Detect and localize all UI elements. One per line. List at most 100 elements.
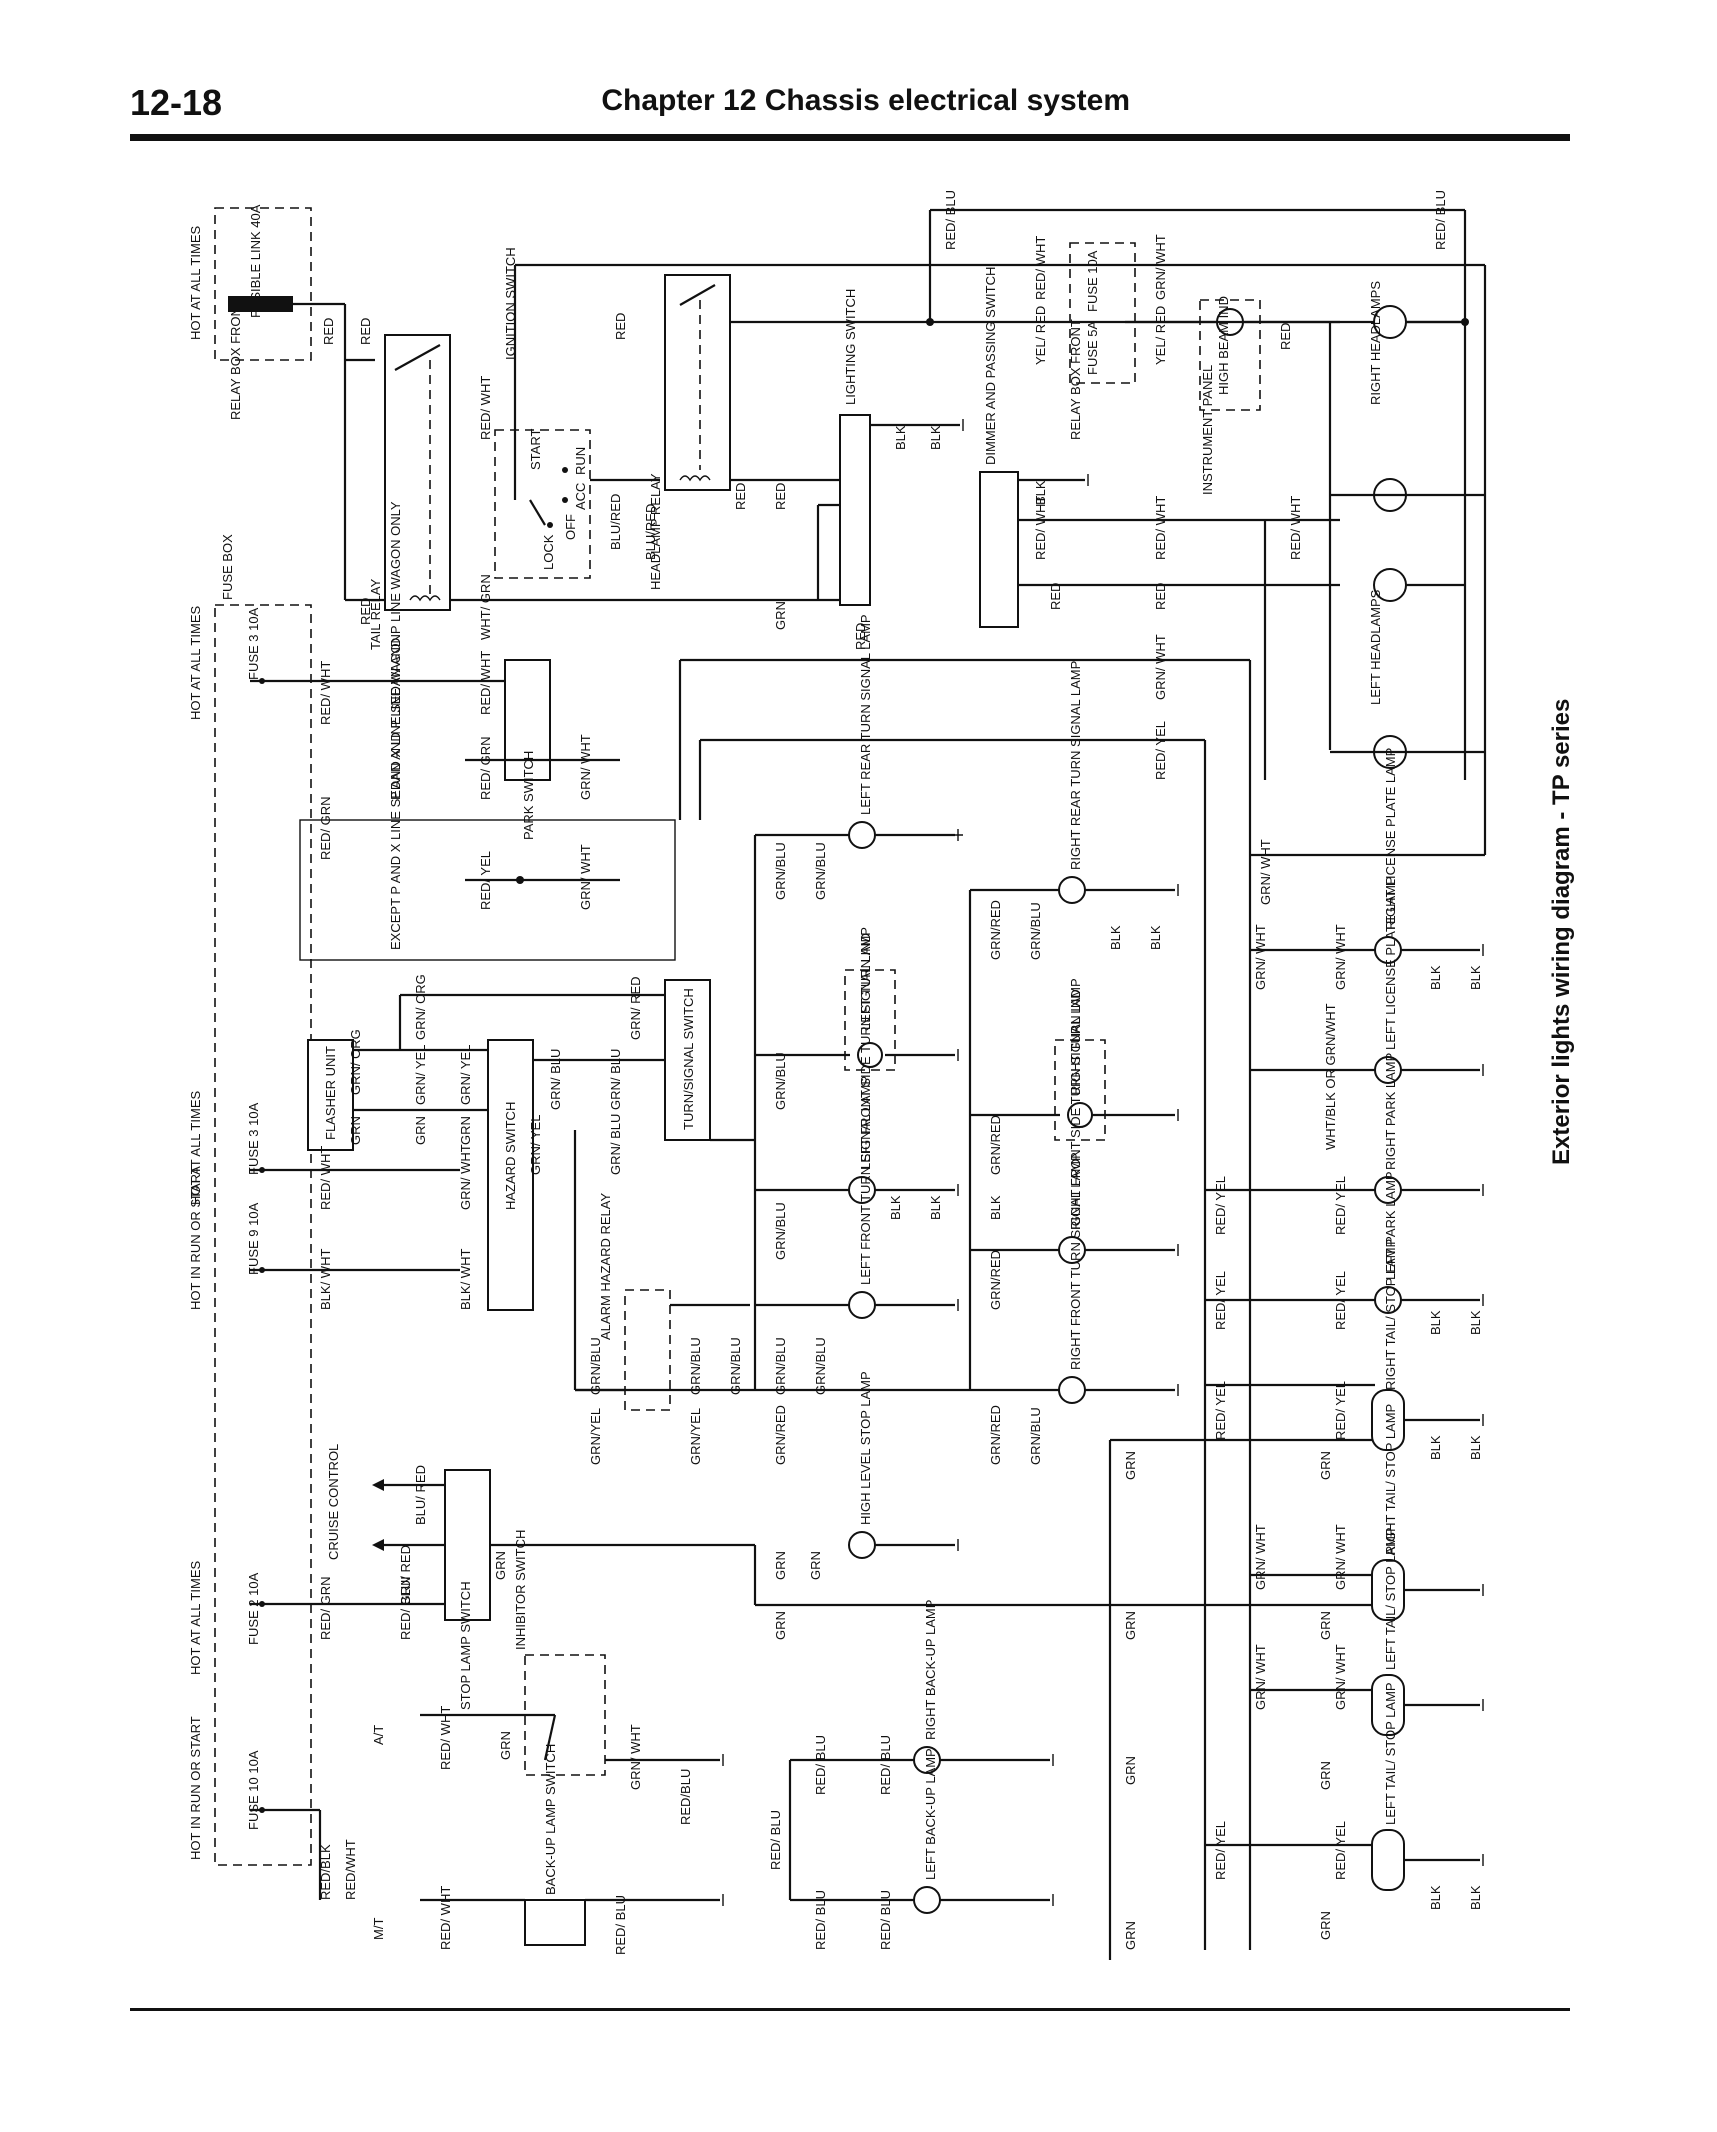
wl-yelred-2: YEL/ RED [1153,306,1168,365]
wl-redyel-2: RED/ YEL [478,851,493,910]
lfs-label: LEFT FRONT SIDE TURN SIGNAL LAMP [858,927,873,1170]
wl-redyel-8: RED/ YEL [1333,1381,1348,1440]
wl-grn-7: GRN [493,1551,508,1580]
fuse-feeds [250,678,505,1813]
tail-relay-label: TAIL RELAY [368,578,383,650]
wl-whtblk: WHT/BLK OR GRN/WHT [1323,1003,1338,1150]
backup-lamps: RIGHT BACK-UP LAMP LEFT BACK-UP LAMP [788,1600,1050,1914]
flasher-label: FLASHER UNIT [323,1046,338,1140]
headlamp-relay: HEADLAMP RELAY [648,274,840,590]
wl-blk-11: BLK [1428,1310,1443,1335]
rlp-label: RIGHT LICENSE PLATE LAMP [1383,748,1398,930]
wl-redblu-7: RED/ BLU [813,1890,828,1950]
at-label: A/T [371,1725,386,1745]
wl-blk-7: BLK [1108,925,1123,950]
wl-grn-5: GRN [1123,1451,1138,1480]
turn-lamps: LEFT REAR TURN SIGNAL LAMP RIGHT REAR TU… [844,614,1175,1404]
high-beam-label: HIGH BEAM IND [1216,296,1231,395]
wl-red-8: RED [1153,583,1168,610]
lighting-switch: LIGHTING SWITCH [816,289,960,606]
mt-label: M/T [371,1918,386,1940]
wl-grn-14: GRN [1123,1756,1138,1785]
wl-grn-17: GRN [1318,1911,1333,1940]
wl-grnorg-1: GRN/ ORG [413,974,428,1040]
hot-run-label-1: HOT IN RUN OR START [188,1166,203,1310]
wl-grnyel-3: GRN/ YEL [528,1115,543,1175]
ignition-switch: IGNITION SWITCH LOCK OFF ACC RUN START [494,247,660,579]
wl-redblu-3: RED/ BLU [813,1735,828,1795]
rts1-label: RIGHT TAIL/ STOP LAMP [1383,1239,1398,1390]
fuse-box-label: FUSE BOX [220,534,235,600]
except-label: EXCEPT P AND X LINE SEDAN AND P LINE WAG… [388,634,403,950]
wl-grnwht-1: GRN/ WHT [1153,234,1168,300]
wl-redblu-1: RED/ BLU [943,190,958,250]
lft-label: LEFT FRONT TURN SIGNAL LAMP [858,1076,873,1285]
rts2-label: RIGHT TAIL/ STOP LAMP [1383,1404,1398,1555]
wl-grn-15: GRN [1318,1761,1333,1790]
wl-grnblu-3: GRN/BLU [1028,902,1043,960]
wl-redwht-11: RED/ WHT [438,1886,453,1950]
relay-box-label: RELAY BOX FRONT [228,299,243,420]
wl-blured-1: BLU/RED [608,494,623,550]
cruise-label: CRUISE CONTROL [326,1444,341,1560]
wl-red-2: RED [358,318,373,345]
wl-grnred-6: GRN/RED [988,1405,1003,1465]
wl-grnwht-12: GRN/ WHT [1253,1644,1268,1710]
wl-blured-4: BLU/ RED [398,1545,413,1605]
fuse3-label: FUSE 3 10A [246,607,261,680]
wl-grnred-5: GRN/RED [773,1405,788,1465]
wl-redyel-5: RED/ YEL [1213,1271,1228,1330]
wl-redwht-5: RED/ WHT [1288,496,1303,560]
wl-grnblu-2: GRN/BLU [813,842,828,900]
wl-blk-16: BLK [1468,1885,1483,1910]
wl-grnwht-7: GRN/ WHT [1333,924,1348,990]
wl-grn-16: GRN [1123,1921,1138,1950]
wl-grnblu-4: GRN/ BLU [548,1049,563,1110]
wl-grnblu-11: GRN/BLU [728,1337,743,1395]
rfs-label: RIGHT FRONT SIDE TURN SIGNAL LAMP [1068,978,1083,1230]
headlamps: RIGHT HEADLAMPS LEFT HEADLAMPS [1263,281,1485,780]
instrument-panel-label-1: INSTRUMENT PANEL [1200,365,1215,495]
wl-blk-10: BLK [1468,965,1483,990]
ign-acc: ACC [573,483,588,510]
ign-lock: LOCK [541,534,556,570]
backup-switch-label: BACK-UP LAMP SWITCH [543,1744,558,1895]
tail-relay: TAIL RELAY [368,334,451,650]
wl-grnblu-1: GRN/BLU [773,842,788,900]
ign-start: START [528,429,543,470]
lbu-label: LEFT BACK-UP LAMP [923,1748,938,1880]
park-switch: PARK SWITCH P AND X LINE SEDAN AND P LIN… [299,501,676,961]
wl-grnblu-13: GRN/BLU [813,1337,828,1395]
wl-blk-8: BLK [1148,925,1163,950]
ign-run: RUN [573,447,588,475]
wl-red-9: RED [358,598,373,625]
wl-grn-8: GRN [773,1551,788,1580]
wl-grn-4: GRN [458,1116,473,1145]
wl-grn-3: GRN [413,1116,428,1145]
wl-redwht-10: RED/WHT [343,1839,358,1900]
wl-blk-6: BLK [928,1195,943,1220]
park-switch-label: PARK SWITCH [521,751,536,840]
lpl-label: LEFT PARK LAMP [1383,1171,1398,1280]
top-bus [343,208,1487,855]
turn-signal-circuit: FLASHER UNIT HAZARD SWITCH TURN/SIGNAL S… [307,979,755,1411]
hot-label-3: HOT AT ALL TIMES [188,1091,203,1205]
rft-label: RIGHT FRONT TURN SIGNAL LAMP [1068,1152,1083,1370]
hot-label-2: HOT AT ALL TIMES [188,606,203,720]
wl-redwht-2: RED/ WHT [478,376,493,440]
wl-redblu-flat: RED/BLU [678,1769,693,1825]
dimmer-switch: DIMMER AND PASSING SWITCH [979,267,1340,628]
wl-redyel-10: RED/ YEL [1333,1821,1348,1880]
wl-blk-2: BLK [928,425,943,450]
wl-grn-1: GRN [773,601,788,630]
wl-grnyel-2: GRN/ YEL [458,1045,473,1105]
chapter-title: Chapter 12 Chassis electrical system [601,84,1130,117]
wl-red-4: RED [1278,323,1293,350]
wl-redwht-9: RED/ WHT [438,1706,453,1770]
wl-redwht-4: RED/ WHT [1153,496,1168,560]
wl-grnred-3: GRN/RED [988,1115,1003,1175]
wl-redwht-7: RED/ WHT [478,651,493,715]
wl-redgrn-2: RED/ GRN [318,796,333,860]
wl-yelred-1: YEL/ RED [1033,306,1048,365]
